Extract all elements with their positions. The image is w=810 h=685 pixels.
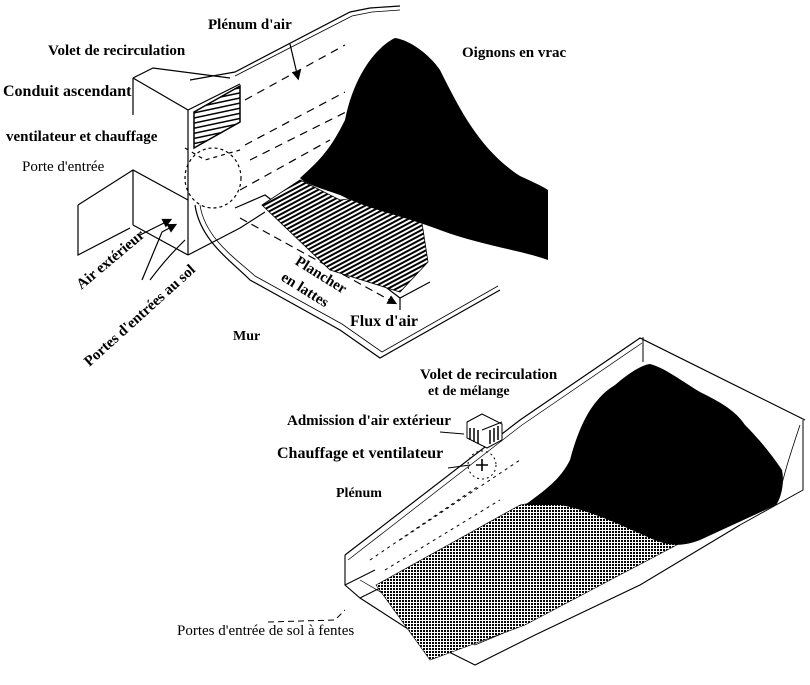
wall-line: [194, 204, 501, 359]
label-fan-heating: ventilateur et chauffage: [6, 129, 158, 145]
fan-heater-circle: [184, 147, 242, 209]
plenum-roof-line: [189, 5, 401, 81]
bottom-roofline: [344, 337, 806, 556]
label-plenum: Plénum: [336, 486, 382, 501]
outside-air-intake-box: [466, 413, 503, 449]
top-storage-diagram: [77, 5, 501, 359]
label-mixing-flap-line2: et de mélange: [428, 384, 510, 399]
label-outside-air-intake: Admission d'air extérieur: [287, 413, 451, 429]
rising-duct: [132, 67, 241, 195]
onion-pile-bottom: [525, 364, 783, 545]
outside-air-arrow: [139, 218, 173, 236]
label-wall: Mur: [233, 329, 261, 344]
onion-pile-top: [300, 38, 548, 260]
label-slotted-floor-inlets: Portes d'entrée de sol à fentes: [177, 623, 355, 639]
label-bulk-onions: Oignons en vrac: [462, 45, 567, 61]
heater-fan-circle: [467, 450, 497, 480]
entry-door: [77, 169, 189, 256]
label-entry-door: Porte d'entrée: [22, 159, 105, 175]
label-rising-duct: Conduit ascendant: [3, 83, 132, 100]
label-airflow: Flux d'air: [350, 313, 419, 330]
recirculation-louver: [193, 84, 241, 150]
label-recirculation-flap: Volet de recirculation: [48, 43, 186, 59]
bottom-storage-diagram: [267, 337, 806, 666]
floor-inlet-arrow: [141, 223, 178, 281]
label-heating-fan: Chauffage et ventilateur: [277, 445, 444, 462]
label-plenum-air: Plénum d'air: [208, 17, 292, 33]
label-mixing-flap-line1: Volet de recirculation: [420, 367, 558, 383]
